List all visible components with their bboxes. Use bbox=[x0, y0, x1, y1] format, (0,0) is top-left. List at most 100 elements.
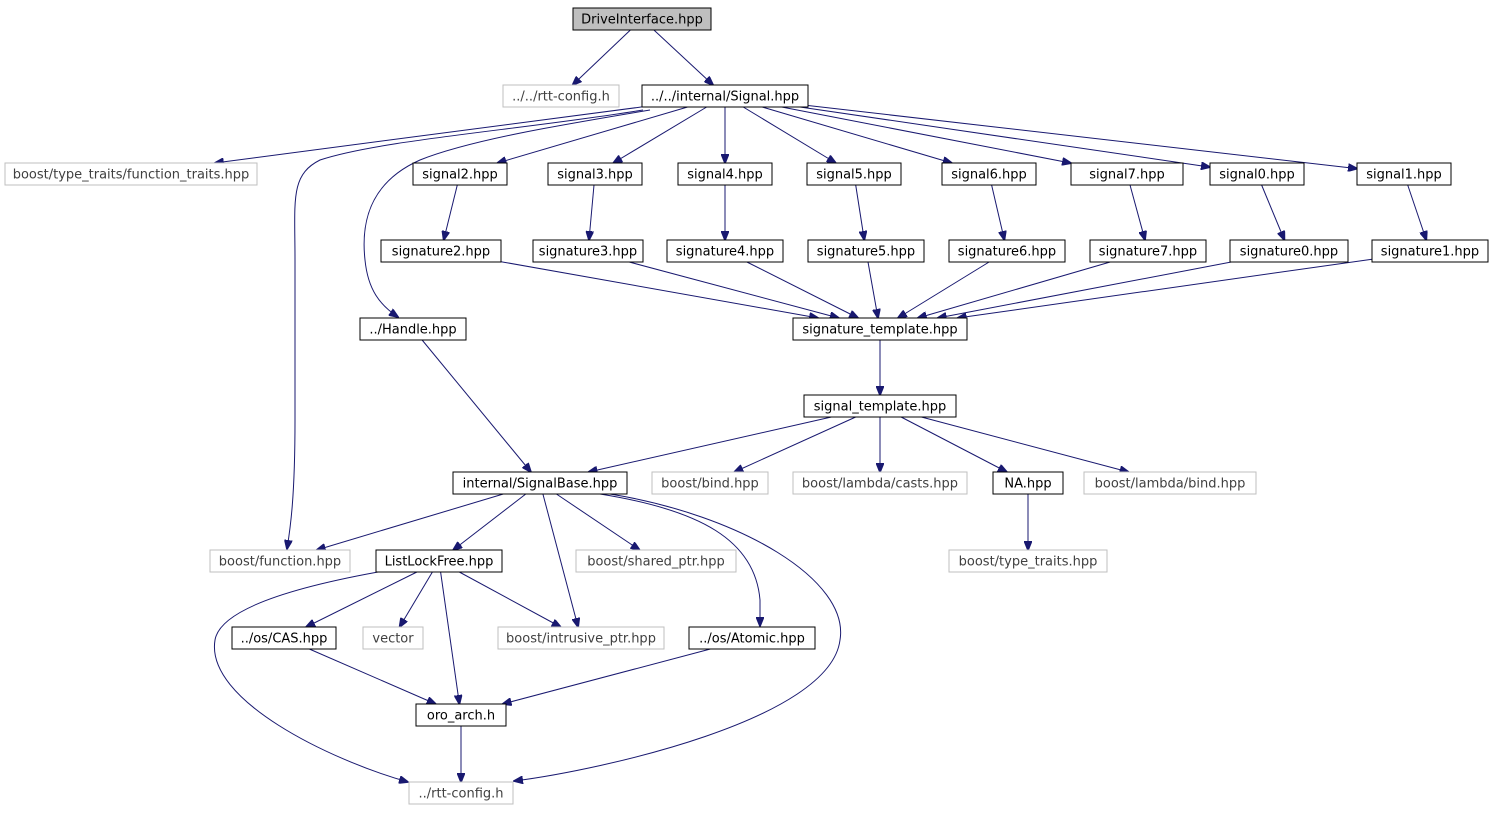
edge-signal-base-to-shared-ptr bbox=[556, 493, 639, 550]
node-box bbox=[941, 162, 1037, 186]
edges bbox=[214, 29, 1426, 782]
node-box bbox=[362, 626, 424, 650]
node-type-traits: boost/type_traits.hpp bbox=[948, 549, 1108, 573]
edge-signal-base-to-rtt-config bbox=[514, 493, 842, 781]
edge-handle-to-signal-base bbox=[421, 339, 531, 472]
node-box bbox=[415, 703, 507, 727]
node-box bbox=[792, 471, 968, 495]
node-box bbox=[231, 626, 337, 650]
edge-signal-internal-to-function-traits bbox=[215, 106, 643, 163]
node-box bbox=[803, 394, 957, 418]
edge-signal-internal-to-signal3 bbox=[613, 106, 707, 163]
node-signature1[interactable]: signature1.hpp bbox=[1371, 239, 1489, 263]
node-signature3[interactable]: signature3.hpp bbox=[532, 239, 644, 263]
node-label: ../../internal/Signal.hpp bbox=[651, 90, 799, 105]
node-box bbox=[948, 549, 1108, 573]
edge-signal0-to-signature0 bbox=[1261, 184, 1285, 240]
node-list-lock-free[interactable]: ListLockFree.hpp bbox=[375, 549, 503, 573]
node-label: ../Handle.hpp bbox=[369, 323, 456, 338]
edge-signal-template-to-signal-base bbox=[589, 416, 832, 472]
node-label: boost/bind.hpp bbox=[661, 477, 759, 492]
node-signature4[interactable]: signature4.hpp bbox=[666, 239, 784, 263]
node-handle[interactable]: ../Handle.hpp bbox=[359, 317, 467, 341]
node-signal7[interactable]: signal7.hpp bbox=[1070, 162, 1184, 186]
node-os-cas[interactable]: ../os/CAS.hpp bbox=[231, 626, 337, 650]
node-label: signature6.hpp bbox=[958, 245, 1056, 260]
node-box bbox=[575, 549, 737, 573]
edge-signal-base-to-list-lock-free bbox=[453, 493, 527, 550]
node-label: vector bbox=[372, 632, 414, 647]
edge-signal6-to-signature6 bbox=[991, 184, 1005, 240]
node-label: signature2.hpp bbox=[392, 245, 490, 260]
node-label: signature4.hpp bbox=[676, 245, 774, 260]
node-signal3[interactable]: signal3.hpp bbox=[547, 162, 643, 186]
edge-signal-base-to-boost-function bbox=[317, 493, 504, 550]
node-box bbox=[4, 162, 258, 186]
node-label: ../os/CAS.hpp bbox=[241, 632, 328, 647]
node-label: signal4.hpp bbox=[687, 168, 763, 183]
edge-signal-internal-to-signal0 bbox=[799, 106, 1210, 167]
node-lambda-bind: boost/lambda/bind.hpp bbox=[1083, 471, 1257, 495]
node-boost-bind: boost/bind.hpp bbox=[651, 471, 769, 495]
node-label: signal7.hpp bbox=[1089, 168, 1165, 183]
node-signal2[interactable]: signal2.hpp bbox=[412, 162, 508, 186]
node-signal1[interactable]: signal1.hpp bbox=[1356, 162, 1452, 186]
node-signal-base[interactable]: internal/SignalBase.hpp bbox=[452, 471, 628, 495]
node-label: ../os/Atomic.hpp bbox=[699, 632, 805, 647]
node-box bbox=[209, 549, 351, 573]
node-box bbox=[792, 317, 968, 341]
node-signal0[interactable]: signal0.hpp bbox=[1209, 162, 1305, 186]
nodes: DriveInterface.hpp../../rtt-config.h../.… bbox=[4, 7, 1489, 805]
node-label: DriveInterface.hpp bbox=[581, 13, 703, 28]
node-box bbox=[641, 84, 809, 108]
edge-list-lock-free-to-oro-arch bbox=[440, 571, 460, 704]
edge-signature6-to-signature-template bbox=[898, 261, 990, 318]
edge-signature0-to-signature-template bbox=[938, 261, 1232, 318]
node-box bbox=[408, 781, 514, 805]
node-signal-template[interactable]: signal_template.hpp bbox=[803, 394, 957, 418]
node-signature-template[interactable]: signature_template.hpp bbox=[792, 317, 968, 341]
node-signal5[interactable]: signal5.hpp bbox=[806, 162, 902, 186]
node-box bbox=[1083, 471, 1257, 495]
node-signal6[interactable]: signal6.hpp bbox=[941, 162, 1037, 186]
node-label: ../rtt-config.h bbox=[418, 787, 503, 802]
edge-signal-internal-to-signal6 bbox=[762, 106, 952, 163]
node-box bbox=[807, 239, 925, 263]
edge-list-lock-free-to-vector bbox=[400, 571, 433, 627]
node-box bbox=[380, 239, 502, 263]
edge-os-atomic-to-oro-arch bbox=[503, 648, 711, 704]
edge-signal-base-to-intrusive-ptr bbox=[542, 493, 578, 627]
node-label: signal5.hpp bbox=[816, 168, 892, 183]
node-box bbox=[572, 7, 712, 31]
node-signature5[interactable]: signature5.hpp bbox=[807, 239, 925, 263]
node-label: signature7.hpp bbox=[1099, 245, 1197, 260]
edge-signal2-to-signature2 bbox=[444, 184, 458, 240]
node-shared-ptr: boost/shared_ptr.hpp bbox=[575, 549, 737, 573]
node-signature6[interactable]: signature6.hpp bbox=[948, 239, 1066, 263]
edge-drive-interface-to-rtt-config-up bbox=[573, 29, 631, 85]
node-os-atomic[interactable]: ../os/Atomic.hpp bbox=[688, 626, 816, 650]
edge-signature2-to-signature-template bbox=[500, 261, 818, 318]
node-box bbox=[497, 626, 665, 650]
node-signal-internal[interactable]: ../../internal/Signal.hpp bbox=[641, 84, 809, 108]
node-label: oro_arch.h bbox=[427, 709, 495, 724]
node-box bbox=[1209, 162, 1305, 186]
node-box bbox=[666, 239, 784, 263]
edge-signal7-to-signature7 bbox=[1129, 184, 1145, 240]
node-signature7[interactable]: signature7.hpp bbox=[1089, 239, 1207, 263]
node-boost-function: boost/function.hpp bbox=[209, 549, 351, 573]
node-oro-arch[interactable]: oro_arch.h bbox=[415, 703, 507, 727]
node-box bbox=[1356, 162, 1452, 186]
node-signature0[interactable]: signature0.hpp bbox=[1229, 239, 1349, 263]
node-box bbox=[651, 471, 769, 495]
node-box bbox=[375, 549, 503, 573]
node-na[interactable]: NA.hpp bbox=[992, 471, 1064, 495]
node-box bbox=[677, 162, 773, 186]
edge-signature4-to-signature-template bbox=[746, 261, 858, 318]
node-box bbox=[1229, 239, 1349, 263]
node-signal4[interactable]: signal4.hpp bbox=[677, 162, 773, 186]
node-signature2[interactable]: signature2.hpp bbox=[380, 239, 502, 263]
edge-signature3-to-signature-template bbox=[629, 261, 839, 318]
node-drive-interface[interactable]: DriveInterface.hpp bbox=[572, 7, 712, 31]
